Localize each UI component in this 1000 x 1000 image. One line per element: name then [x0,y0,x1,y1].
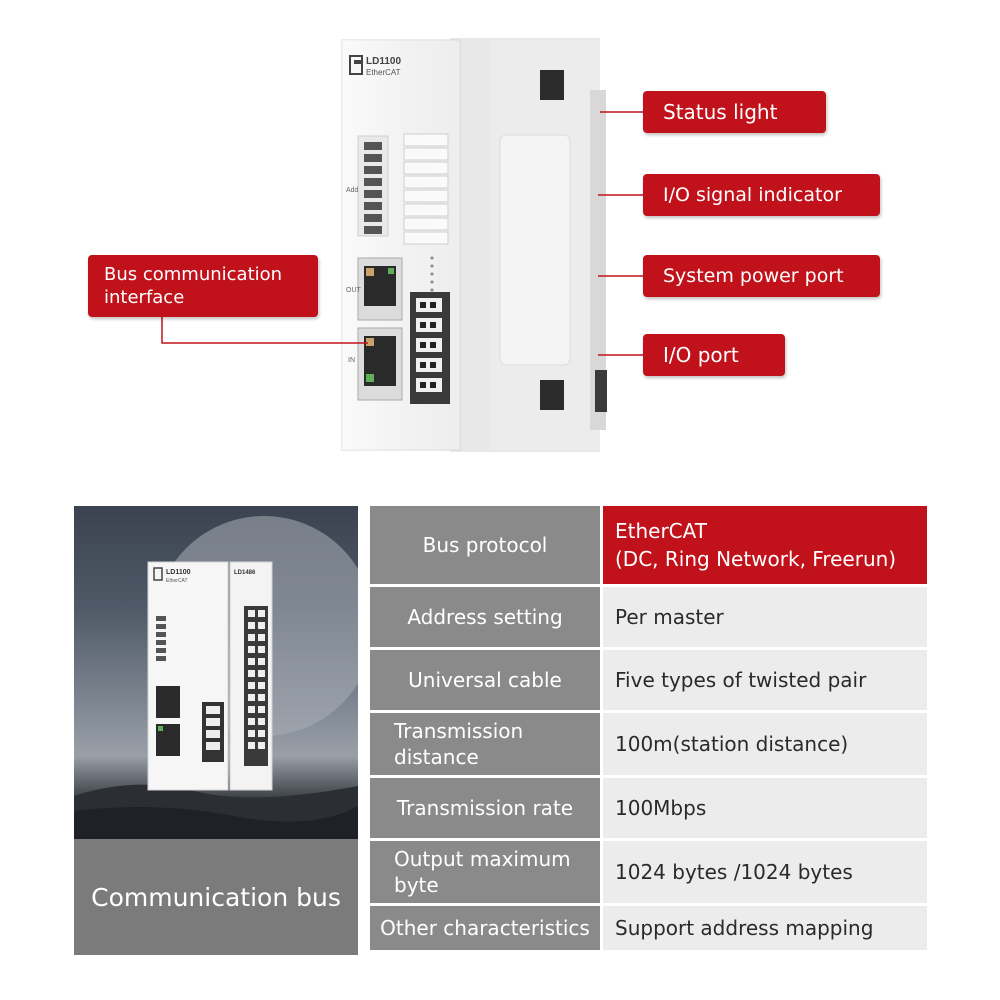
brand-logo [349,55,363,75]
callout-status-light: Status light [643,91,826,133]
spec-value: EtherCAT (DC, Ring Network, Freerun) [603,506,927,584]
spec-key: Address setting [370,587,600,647]
spec-row-universal-cable: Universal cable Five types of twisted pa… [370,650,927,710]
callout-bus-communication-interface: Bus communication interface [88,255,318,317]
spec-value: Per master [603,587,927,647]
out-label: OUT [346,287,362,294]
spec-key: Universal cable [370,650,600,710]
spec-row-transmission-rate: Transmission rate 100Mbps [370,778,927,838]
module-protocol: EtherCAT [366,68,401,77]
photo-module-right-model: LD1486 [234,570,256,576]
terminal-block [410,292,450,404]
spec-value: Support address mapping [603,906,927,950]
spec-row-output-max-byte: Output maximum byte 1024 bytes /1024 byt… [370,841,927,903]
spec-value: Five types of twisted pair [603,650,927,710]
callout-io-port: I/O port [643,334,785,376]
spec-row-transmission-distance: Transmission distance 100m(station dista… [370,713,927,775]
module-model: LD1100 [366,56,401,67]
add-label: Add [346,187,359,194]
photo-caption: Communication bus [74,839,358,955]
callout-system-power-port: System power port [643,255,880,297]
photo-module-right: LD1486 [229,561,273,791]
photo-module-left: LD1100 EtherCAT [147,561,229,791]
spec-key: Transmission distance [370,713,600,775]
rj45-in-port [357,327,403,401]
spec-value: 1024 bytes /1024 bytes [603,841,927,903]
rj45-out-port [357,257,403,321]
product-photo: LD1100 EtherCAT LD1486 [74,506,358,839]
spec-table: Bus protocol EtherCAT (DC, Ring Network,… [370,506,927,953]
spec-row-other-characteristics: Other characteristics Support address ma… [370,906,927,950]
photo-module-left-protocol: EtherCAT [166,578,188,584]
photo-module-left-model: LD1100 [166,569,191,576]
spec-value: 100Mbps [603,778,927,838]
spec-key: Bus protocol [370,506,600,584]
spec-key: Transmission rate [370,778,600,838]
spec-value: 100m(station distance) [603,713,927,775]
in-label: IN [348,357,355,364]
io-module-illustration: LD1100 EtherCAT Add OUT IN [341,38,607,452]
spec-row-bus-protocol: Bus protocol EtherCAT (DC, Ring Network,… [370,506,927,584]
spec-row-address-setting: Address setting Per master [370,587,927,647]
callout-io-signal-indicator: I/O signal indicator [643,174,880,216]
spec-key: Other characteristics [370,906,600,950]
spec-key: Output maximum byte [370,841,600,903]
